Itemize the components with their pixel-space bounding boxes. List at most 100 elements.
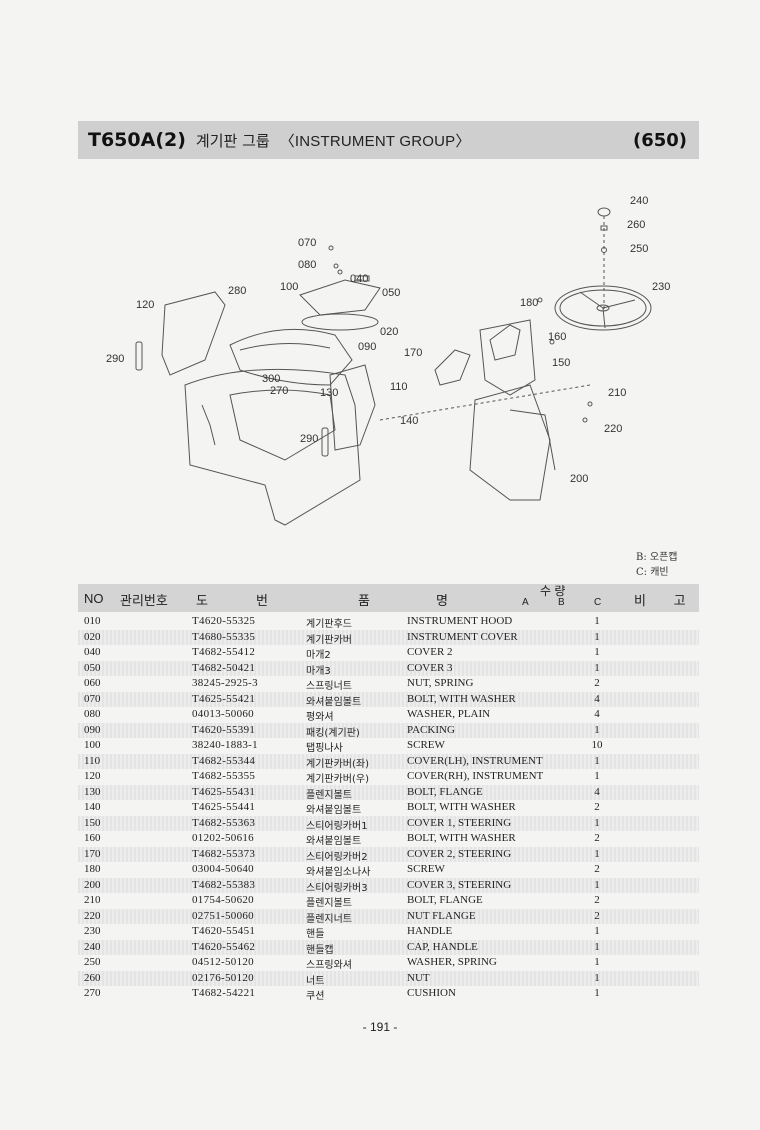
part-quantity: 2 bbox=[594, 894, 600, 906]
part-no: 010 bbox=[84, 615, 101, 627]
legend: B: 오픈캡 C: 캐빈 bbox=[636, 550, 678, 580]
part-name-english: COVER 3, STEERING bbox=[407, 878, 512, 891]
part-name-english: BOLT, WITH WASHER bbox=[407, 692, 516, 705]
part-quantity: 2 bbox=[594, 677, 600, 689]
part-quantity: 1 bbox=[594, 816, 600, 829]
part-quantity: 1 bbox=[594, 878, 600, 891]
part-code: 02176-50120 bbox=[192, 971, 254, 984]
part-code: T4620-55325 bbox=[192, 615, 256, 627]
part-quantity: 1 bbox=[594, 956, 600, 968]
part-code: T4682-55363 bbox=[192, 816, 256, 829]
part-no: 150 bbox=[84, 816, 101, 829]
part-no: 240 bbox=[84, 940, 101, 953]
part-code: 01754-50620 bbox=[192, 894, 254, 906]
model-number: T650A(2) bbox=[88, 129, 186, 151]
table-header: NO 관리번호 도 번 품 명 수 량 A B C 비 고 bbox=[78, 584, 699, 612]
part-code: 01202-50616 bbox=[192, 832, 254, 844]
part-code: T4625-55441 bbox=[192, 801, 256, 813]
label-080: 080 bbox=[298, 259, 316, 271]
label-090: 090 bbox=[358, 341, 376, 353]
part-name-korean: 스티어링카버1 bbox=[306, 820, 368, 832]
part-name-korean: 와셔붙임볼트 bbox=[306, 836, 362, 847]
part-no: 130 bbox=[84, 785, 101, 798]
label-050: 050 bbox=[382, 287, 400, 299]
part-no: 040 bbox=[84, 646, 101, 658]
part-name-korean: 탭핑나사 bbox=[306, 743, 343, 754]
title-english: 〈INSTRUMENT GROUP〉 bbox=[279, 133, 471, 150]
part-no: 070 bbox=[84, 692, 101, 705]
part-code: 04512-50120 bbox=[192, 956, 254, 968]
part-name-english: SCREW bbox=[407, 863, 445, 875]
part-name-korean: 계기판카버(우) bbox=[306, 774, 370, 785]
part-no: 210 bbox=[84, 894, 101, 906]
part-name-english: NUT FLANGE bbox=[407, 909, 476, 922]
label-270: 270 bbox=[270, 385, 288, 397]
table-row: 150 T4682-55363 스티어링카버1 COVER 1, STEERING 1 bbox=[78, 815, 699, 832]
label-070: 070 bbox=[298, 237, 316, 249]
part-name-english: PACKING bbox=[407, 723, 455, 736]
part-quantity: 1 bbox=[594, 940, 600, 953]
part-name-english: HANDLE bbox=[407, 925, 453, 937]
part-code: 04013-50060 bbox=[192, 708, 254, 720]
part-name-english: COVER 1, STEERING bbox=[407, 816, 512, 829]
part-quantity: 1 bbox=[594, 987, 600, 999]
label-300: 300 bbox=[262, 373, 280, 385]
exploded-parts-diagram: 240 260 250 230 070 080 040 050 280 100 … bbox=[90, 180, 700, 550]
part-quantity: 1 bbox=[594, 847, 600, 860]
part-name-english: BOLT, FLANGE bbox=[407, 785, 483, 798]
label-280: 280 bbox=[228, 285, 246, 297]
part-no: 200 bbox=[84, 878, 101, 891]
part-name-korean: 마개2 bbox=[306, 650, 331, 661]
label-250: 250 bbox=[630, 243, 648, 255]
part-code: 03004-50640 bbox=[192, 863, 254, 875]
part-no: 260 bbox=[84, 971, 101, 984]
part-quantity: 1 bbox=[594, 971, 600, 984]
parts-diagram-svg: 240 260 250 230 070 080 040 050 280 100 … bbox=[106, 195, 670, 526]
part-name-korean: 핸들 bbox=[306, 929, 325, 940]
part-name-korean: 계기판카버 bbox=[306, 634, 352, 646]
part-no: 250 bbox=[84, 956, 101, 968]
label-260: 260 bbox=[627, 219, 645, 231]
header-drawing-1: 도 bbox=[196, 593, 208, 608]
part-no: 060 bbox=[84, 677, 101, 689]
label-140: 140 bbox=[400, 415, 418, 427]
header-qty-a: A bbox=[522, 597, 529, 608]
part-code: T4682-55344 bbox=[192, 754, 256, 767]
part-code: 38240-1883-1 bbox=[192, 739, 258, 751]
label-150: 150 bbox=[552, 357, 570, 369]
label-200: 200 bbox=[570, 473, 588, 485]
part-quantity: 1 bbox=[594, 630, 600, 643]
label-100: 100 bbox=[280, 281, 298, 293]
part-name-korean: 와셔붙임볼트 bbox=[306, 805, 362, 816]
label-290-left: 290 bbox=[106, 353, 124, 365]
part-code: 02751-50060 bbox=[192, 909, 254, 922]
part-quantity: 1 bbox=[594, 646, 600, 658]
part-name-english: BOLT, FLANGE bbox=[407, 894, 483, 906]
label-040: 040 bbox=[350, 273, 368, 285]
part-name-korean: 계기판카버(좌) bbox=[306, 758, 370, 770]
part-quantity: 1 bbox=[594, 925, 600, 937]
part-name-korean: 스프링와셔 bbox=[306, 960, 352, 971]
label-130: 130 bbox=[320, 387, 338, 399]
header-qty-c: C bbox=[594, 597, 602, 608]
group-code: (650) bbox=[632, 129, 687, 151]
part-name-korean: 와셔붙임볼트 bbox=[306, 696, 362, 708]
part-code: T4620-55391 bbox=[192, 723, 256, 736]
part-name-korean: 계기판후드 bbox=[306, 619, 352, 630]
part-no: 270 bbox=[84, 987, 101, 999]
part-name-english: COVER 3 bbox=[407, 661, 453, 674]
